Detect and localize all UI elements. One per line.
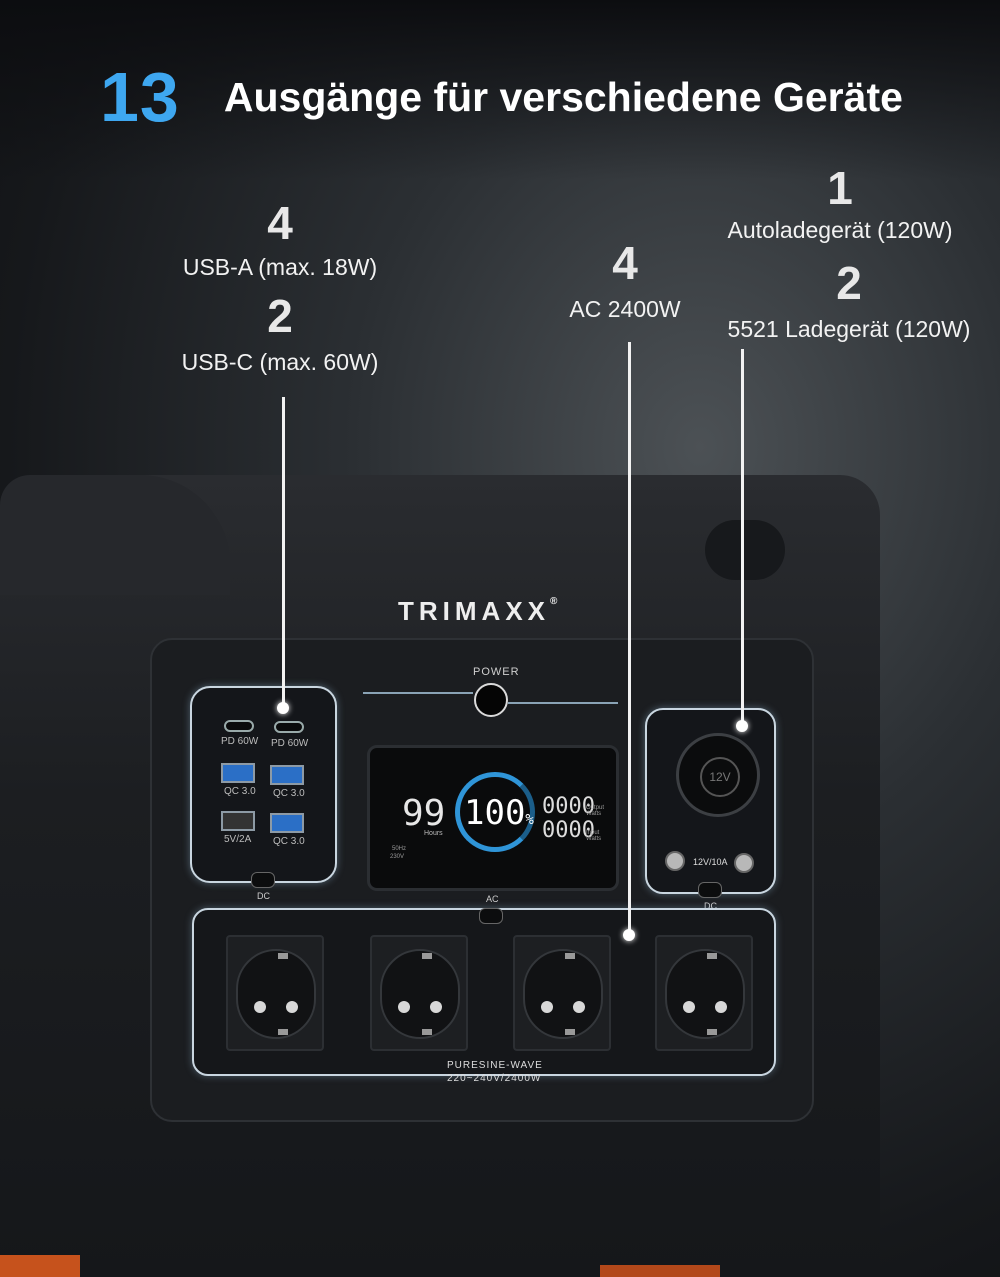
output-watts: 0000 (542, 794, 595, 819)
ground-contact (565, 953, 575, 959)
socket-pin (683, 1001, 695, 1013)
usb-a-port[interactable] (221, 763, 255, 783)
power-label: POWER (473, 666, 520, 678)
port-label: 5V/2A (224, 834, 252, 845)
socket-pin (573, 1001, 585, 1013)
ground-contact (422, 953, 432, 959)
socket-face (380, 949, 460, 1039)
dc5521-port[interactable] (734, 853, 754, 873)
page-title: Ausgänge für verschiedene Geräte (223, 73, 903, 120)
power-button[interactable] (474, 683, 508, 717)
socket-pin (254, 1001, 266, 1013)
callout-usb-a-count: 4 (267, 197, 293, 249)
usb-a-port[interactable] (270, 813, 304, 833)
lcd-hours-unit: Hours (424, 830, 443, 837)
background-fade (0, 0, 1000, 180)
handle-right (705, 520, 785, 580)
car-socket-cap: 12V (700, 757, 740, 797)
input-unit: Input Watts (586, 830, 602, 842)
glow-line (508, 702, 618, 704)
callout-usb-a-label: USB-A (max. 18W) (182, 254, 378, 280)
brand-logo: TRIMAXX® (398, 596, 563, 626)
car-rating-label: 12V/10A (693, 857, 728, 867)
callout-usb-c: 2 USB-C (max. 60W) (170, 293, 390, 376)
usb-a-port[interactable] (221, 811, 255, 831)
port-label: QC 3.0 (273, 836, 305, 847)
port-label: PD 60W (221, 736, 259, 747)
callout-line-car (741, 349, 744, 721)
callout-dot-car (736, 720, 748, 732)
ac-socket[interactable] (513, 935, 611, 1051)
battery-ring (455, 772, 535, 852)
callout-car: 1 Autoladegerät (120W) (715, 165, 965, 244)
callout-usb-c-count: 2 (267, 290, 293, 342)
socket-pin (398, 1001, 410, 1013)
page-heading: 13 Ausgänge für verschiedene Geräte (100, 58, 903, 136)
socket-face (236, 949, 316, 1039)
usb-port-panel (190, 686, 337, 883)
socket-pin (715, 1001, 727, 1013)
ac-button[interactable] (479, 908, 503, 924)
port-label: QC 3.0 (224, 786, 256, 797)
ac-label: AC (486, 894, 499, 904)
ground-contact (278, 953, 288, 959)
socket-pin (541, 1001, 553, 1013)
output-unit: Output Watts (586, 805, 605, 817)
dc-label: DC (257, 891, 270, 901)
input-watts: 0000 (542, 818, 595, 843)
callout-ac: 4 AC 2400W (545, 240, 705, 323)
callout-dot-ac (623, 929, 635, 941)
usb-c-port[interactable] (224, 720, 254, 732)
callout-ac-label: AC 2400W (569, 296, 681, 322)
callout-dc5521: 2 5521 Ladegerät (120W) (715, 260, 983, 343)
socket-face (523, 949, 603, 1039)
battery-percent: 100% (464, 793, 534, 833)
callout-car-count: 1 (827, 162, 853, 214)
lcd-volt: 230V (390, 854, 405, 860)
ac-wave-label: PURESINE-WAVE (447, 1060, 543, 1071)
ground-contact (422, 1029, 432, 1035)
glow-line (363, 692, 473, 694)
ground-contact (278, 1029, 288, 1035)
ac-socket[interactable] (655, 935, 753, 1051)
orange-accent (0, 1255, 80, 1277)
usb-c-port[interactable] (274, 721, 304, 733)
callout-car-label: Autoladegerät (120W) (727, 217, 953, 243)
ground-contact (707, 1029, 717, 1035)
callout-dc5521-count: 2 (836, 257, 862, 309)
callout-usb-a: 4 USB-A (max. 18W) (170, 200, 390, 281)
ground-contact (565, 1029, 575, 1035)
dc-label-right: DC (704, 901, 717, 911)
port-label: QC 3.0 (273, 788, 305, 799)
callout-ac-count: 4 (612, 237, 638, 289)
callout-usb-c-label: USB-C (max. 60W) (181, 349, 379, 375)
dc-button[interactable] (251, 872, 275, 888)
socket-pin (286, 1001, 298, 1013)
callout-line-ac (628, 342, 631, 932)
dc5521-port[interactable] (665, 851, 685, 871)
callout-dot-usb (277, 702, 289, 714)
socket-face (665, 949, 745, 1039)
ac-rating-label: 220~240V/2400W (447, 1073, 542, 1084)
usb-a-port[interactable] (270, 765, 304, 785)
callout-line-usb (282, 397, 285, 707)
lcd-hz: 50Hz (392, 846, 407, 852)
ground-contact (707, 953, 717, 959)
lcd-hours: 99 (402, 793, 446, 834)
outlet-total-number: 13 (100, 58, 180, 136)
port-label: PD 60W (271, 738, 309, 749)
orange-accent-2 (600, 1265, 720, 1277)
ac-socket[interactable] (370, 935, 468, 1051)
handle-left (0, 475, 230, 595)
ac-socket[interactable] (226, 935, 324, 1051)
callout-dc5521-label: 5521 Ladegerät (120W) (727, 316, 971, 342)
dc-button-right[interactable] (698, 882, 722, 898)
socket-pin (430, 1001, 442, 1013)
